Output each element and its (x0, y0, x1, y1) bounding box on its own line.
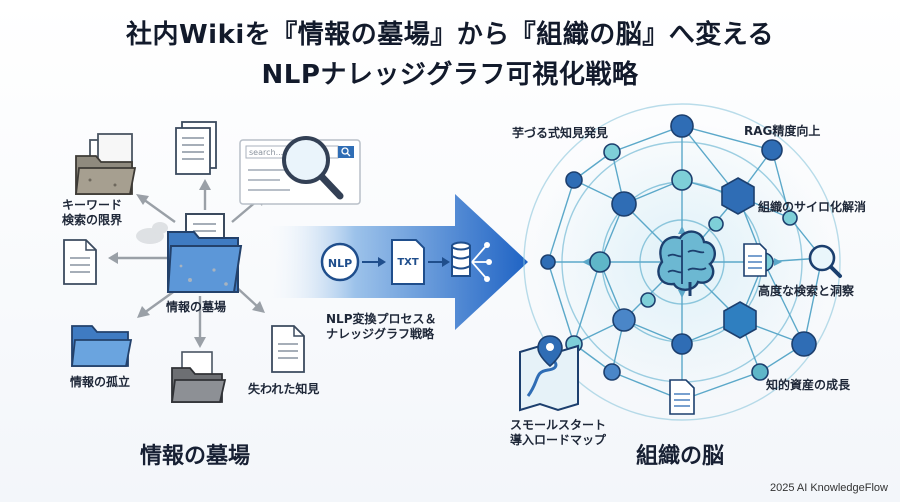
nlp-badge-icon (320, 242, 360, 282)
lost-knowledge-label: 失われた知見 (248, 382, 320, 396)
graph-node (540, 254, 556, 270)
graph-node (708, 216, 724, 232)
right-heading: 組織の脳 (636, 444, 725, 469)
graph-node (612, 308, 636, 332)
database-icon (451, 241, 471, 277)
keyword-limit-line2: 検索の限界 (62, 213, 123, 227)
hexagon-node (721, 177, 755, 215)
graveyard-center-label: 情報の墓場 (166, 300, 227, 314)
discovery-label: 芋づる式知見発見 (512, 126, 609, 140)
search-window-icon: search... (239, 136, 361, 205)
search-placeholder: search... (249, 148, 283, 157)
advanced-search-label: 高度な検索と洞察 (758, 284, 855, 298)
process-line2: ナレッジグラフ戦略 (326, 327, 435, 341)
graph-node (671, 169, 693, 191)
left-heading: 情報の墓場 (140, 444, 251, 469)
left-panel: search... (63, 121, 361, 403)
graph-node (761, 139, 783, 161)
growth-document-icon (669, 379, 695, 415)
graph-node (782, 210, 798, 226)
graph-node (603, 363, 621, 381)
central-folder-icon (166, 213, 243, 293)
dusty-folder-icon (74, 133, 137, 195)
isolation-label: 情報の孤立 (70, 375, 131, 389)
txt-label: TXT (397, 257, 419, 268)
page-title: 社内Wikiを『情報の墓場』から『組織の脳』へ変える (125, 20, 774, 50)
roadmap-map-icon (519, 335, 579, 412)
graph-node (640, 292, 656, 308)
graph-node (565, 171, 583, 189)
silo-label: 組織のサイロ化解消 (758, 200, 867, 214)
page-subtitle: NLPナレッジグラフ可視化戦略 (261, 60, 639, 90)
roadmap-line1: スモールスタート (510, 418, 607, 432)
transformation-arrow: NLP TXT (262, 194, 528, 330)
document-icon-left (63, 239, 97, 285)
process-line1: NLP変換プロセス＆ (326, 312, 437, 326)
keyword-limit-line1: キーワード (62, 198, 123, 212)
archive-folder-icon (170, 351, 227, 403)
graph-document-icon (743, 243, 767, 277)
footer-credit: 2025 AI KnowledgeFlow (769, 482, 888, 494)
lost-document-icon (271, 325, 305, 373)
graph-node (791, 331, 817, 357)
txt-document-icon (391, 239, 425, 285)
graph-node (671, 333, 693, 355)
growth-label: 知的資産の成長 (766, 378, 851, 392)
insight-search-icon (808, 244, 842, 278)
roadmap-label: スモールスタート 導入ロードマップ (510, 418, 606, 448)
roadmap-line2: 導入ロードマップ (510, 433, 607, 447)
brain-icon (657, 230, 716, 296)
graph-node (603, 143, 621, 161)
document-icon (175, 121, 217, 175)
process-label: NLP変換プロセス＆ ナレッジグラフ戦略 (326, 312, 437, 342)
graph-node (670, 114, 694, 138)
graph-nodes (540, 114, 831, 409)
graph-node (589, 251, 611, 273)
rag-label: RAG精度向上 (744, 124, 821, 138)
keyword-limit-label: キーワード 検索の限界 (62, 198, 122, 228)
hexagon-node (723, 301, 757, 339)
graph-node (751, 363, 769, 381)
graph-node (611, 191, 637, 217)
isolated-folder-icon (70, 325, 133, 367)
knowledge-graph (519, 103, 842, 421)
nlp-badge-label: NLP (328, 257, 352, 270)
